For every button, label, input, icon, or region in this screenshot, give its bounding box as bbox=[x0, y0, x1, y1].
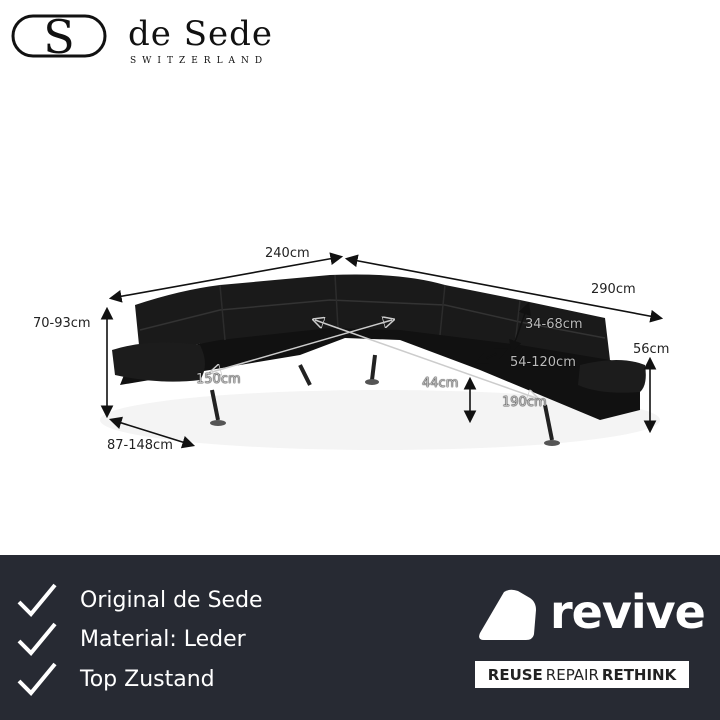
svg-text:S: S bbox=[43, 10, 75, 60]
check-icon bbox=[17, 622, 57, 656]
tagline-reuse: REUSE bbox=[487, 665, 543, 684]
dim-seat-depth: 54-120cm bbox=[510, 355, 576, 370]
dim-width-right: 290cm bbox=[591, 282, 636, 297]
tagline-rethink: RETHINK bbox=[601, 665, 677, 684]
feature-banner bbox=[0, 555, 720, 720]
revive-wordmark: revive bbox=[550, 585, 706, 639]
check-icon bbox=[17, 583, 57, 617]
dim-depth: 87-148cm bbox=[107, 438, 173, 453]
dim-diag-left: 150cm bbox=[196, 372, 241, 387]
dim-headrest: 34-68cm bbox=[525, 317, 583, 332]
dim-width-left: 240cm bbox=[265, 246, 310, 261]
de-sede-logo: S de Sede SWITZERLAND bbox=[10, 10, 290, 66]
revive-logo-icon bbox=[479, 589, 536, 640]
logo-emblem: S bbox=[11, 10, 107, 64]
feature-item: Top Zustand bbox=[16, 661, 215, 697]
left-armrest bbox=[112, 342, 205, 382]
sofa-illustration bbox=[100, 252, 664, 450]
check-icon bbox=[17, 662, 57, 696]
feature-label: Original de Sede bbox=[80, 587, 263, 613]
revive-tagline: REUSE REPAIR RETHINK bbox=[475, 661, 689, 688]
feature-item: Original de Sede bbox=[16, 582, 263, 618]
feature-item: Material: Leder bbox=[16, 621, 246, 657]
brand-subtitle: SWITZERLAND bbox=[130, 56, 269, 66]
brand-name: de Sede bbox=[128, 14, 273, 54]
dim-arm-height: 56cm bbox=[633, 342, 670, 357]
tagline-repair: REPAIR bbox=[545, 665, 599, 684]
feature-label: Material: Leder bbox=[80, 626, 246, 652]
inner-dimension-arrows bbox=[212, 320, 536, 398]
right-armrest bbox=[578, 360, 646, 393]
dim-height: 70-93cm bbox=[33, 316, 91, 331]
feature-label: Top Zustand bbox=[80, 666, 215, 692]
dim-diag-right: 190cm bbox=[502, 395, 547, 410]
dim-seat-height: 44cm bbox=[422, 376, 459, 391]
